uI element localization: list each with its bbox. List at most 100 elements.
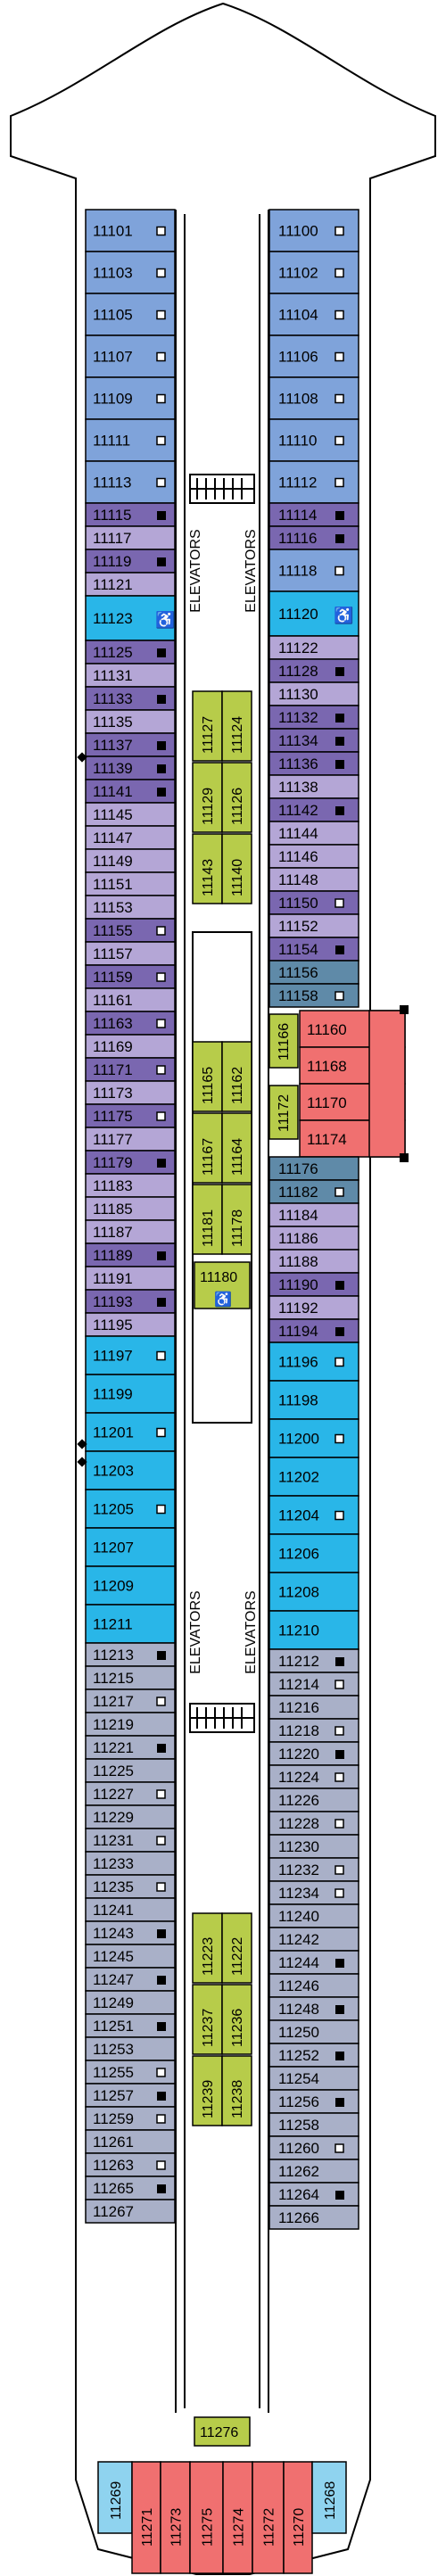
cabin-11251[interactable]: 11251 — [85, 2013, 176, 2038]
cabin-11275[interactable]: 11275 — [189, 2461, 224, 2574]
cabin-11133[interactable]: 11133 — [85, 686, 176, 711]
cabin-11227[interactable]: 11227 — [85, 1781, 176, 1806]
cabin-11230[interactable]: 11230 — [268, 1834, 359, 1859]
cabin-11192[interactable]: 11192 — [268, 1295, 359, 1320]
cabin-11180[interactable]: 11180♿ — [194, 1261, 251, 1309]
cabin-11219[interactable]: 11219 — [85, 1712, 176, 1737]
cabin-11199[interactable]: 11199 — [85, 1374, 176, 1414]
cabin-11213[interactable]: 11213 — [85, 1642, 176, 1667]
cabin-11203[interactable]: 11203 — [85, 1450, 176, 1490]
cabin-11215[interactable]: 11215 — [85, 1665, 176, 1690]
cabin-11148[interactable]: 11148 — [268, 867, 359, 892]
cabin-11250[interactable]: 11250 — [268, 2019, 359, 2044]
cabin-11263[interactable]: 11263 — [85, 2152, 176, 2177]
cabin-11237[interactable]: 11237 — [192, 1984, 223, 2055]
cabin-11262[interactable]: 11262 — [268, 2159, 359, 2184]
cabin-11118[interactable]: 11118 — [268, 549, 359, 592]
cabin-11158[interactable]: 11158 — [268, 983, 359, 1008]
cabin-11218[interactable]: 11218 — [268, 1718, 359, 1743]
cabin-11244[interactable]: 11244 — [268, 1950, 359, 1975]
cabin-11106[interactable]: 11106 — [268, 334, 359, 378]
cabin-11124[interactable]: 11124 — [221, 690, 252, 762]
cabin-11166[interactable]: 11166 — [268, 1013, 299, 1069]
cabin-11146[interactable]: 11146 — [268, 844, 359, 869]
cabin-11167[interactable]: 11167 — [192, 1112, 223, 1184]
cabin-11120[interactable]: 11120♿ — [268, 590, 359, 637]
cabin-11209[interactable]: 11209 — [85, 1565, 176, 1606]
cabin-11172[interactable]: 11172 — [268, 1085, 299, 1140]
cabin-11171[interactable]: 11171 — [85, 1057, 176, 1082]
cabin-11249[interactable]: 11249 — [85, 1990, 176, 2015]
cabin-11217[interactable]: 11217 — [85, 1688, 176, 1713]
cabin-11264[interactable]: 11264 — [268, 2182, 359, 2207]
cabin-11161[interactable]: 11161 — [85, 987, 176, 1012]
cabin-11134[interactable]: 11134 — [268, 728, 359, 753]
cabin-11231[interactable]: 11231 — [85, 1828, 176, 1853]
cabin-11254[interactable]: 11254 — [268, 2066, 359, 2091]
cabin-11125[interactable]: 11125 — [85, 640, 176, 665]
cabin-11221[interactable]: 11221 — [85, 1735, 176, 1760]
cabin-11115[interactable]: 11115 — [85, 502, 176, 527]
cabin-11273[interactable]: 11273 — [160, 2461, 191, 2574]
cabin-11101[interactable]: 11101 — [85, 209, 176, 252]
cabin-11126[interactable]: 11126 — [221, 762, 252, 833]
cabin-11138[interactable]: 11138 — [268, 774, 359, 799]
cabin-11210[interactable]: 11210 — [268, 1610, 359, 1650]
cabin-11261[interactable]: 11261 — [85, 2129, 176, 2154]
cabin-11239[interactable]: 11239 — [192, 2055, 223, 2126]
cabin-11163[interactable]: 11163 — [85, 1011, 176, 1036]
cabin-11255[interactable]: 11255 — [85, 2060, 176, 2085]
cabin-11159[interactable]: 11159 — [85, 964, 176, 989]
cabin-11269[interactable]: 11269 — [97, 2461, 133, 2534]
cabin-11220[interactable]: 11220 — [268, 1741, 359, 1766]
cabin-11252[interactable]: 11252 — [268, 2043, 359, 2068]
cabin-11265[interactable]: 11265 — [85, 2176, 176, 2200]
cabin-11139[interactable]: 11139 — [85, 755, 176, 780]
cabin-11248[interactable]: 11248 — [268, 1996, 359, 2021]
cabin-11175[interactable]: 11175 — [85, 1103, 176, 1128]
cabin-11232[interactable]: 11232 — [268, 1857, 359, 1882]
cabin-11145[interactable]: 11145 — [85, 802, 176, 827]
cabin-11113[interactable]: 11113 — [85, 460, 176, 504]
cabin-11194[interactable]: 11194 — [268, 1318, 359, 1343]
cabin-11177[interactable]: 11177 — [85, 1127, 176, 1152]
cabin-11257[interactable]: 11257 — [85, 2083, 176, 2108]
cabin-11149[interactable]: 11149 — [85, 848, 176, 873]
cabin-11130[interactable]: 11130 — [268, 681, 359, 706]
cabin-11144[interactable]: 11144 — [268, 821, 359, 846]
cabin-11147[interactable]: 11147 — [85, 825, 176, 850]
cabin-11198[interactable]: 11198 — [268, 1380, 359, 1420]
cabin-11164[interactable]: 11164 — [221, 1112, 252, 1184]
cabin-11184[interactable]: 11184 — [268, 1202, 359, 1227]
cabin-11208[interactable]: 11208 — [268, 1572, 359, 1612]
cabin-11201[interactable]: 11201 — [85, 1412, 176, 1452]
cabin-11152[interactable]: 11152 — [268, 913, 359, 938]
cabin-11153[interactable]: 11153 — [85, 895, 176, 920]
cabin-11260[interactable]: 11260 — [268, 2135, 359, 2160]
cabin-11228[interactable]: 11228 — [268, 1811, 359, 1836]
cabin-11211[interactable]: 11211 — [85, 1604, 176, 1644]
cabin-11238[interactable]: 11238 — [221, 2055, 252, 2126]
cabin-11205[interactable]: 11205 — [85, 1489, 176, 1529]
cabin-11267[interactable]: 11267 — [85, 2199, 176, 2224]
cabin-11151[interactable]: 11151 — [85, 871, 176, 896]
cabin-11196[interactable]: 11196 — [268, 1342, 359, 1382]
cabin-11274[interactable]: 11274 — [222, 2461, 253, 2574]
cabin-11207[interactable]: 11207 — [85, 1527, 176, 1567]
cabin-11179[interactable]: 11179 — [85, 1150, 176, 1175]
cabin-11137[interactable]: 11137 — [85, 732, 176, 757]
cabin-11111[interactable]: 11111 — [85, 418, 176, 462]
cabin-11270[interactable]: 11270 — [283, 2461, 313, 2574]
cabin-11253[interactable]: 11253 — [85, 2036, 176, 2061]
cabin-11186[interactable]: 11186 — [268, 1226, 359, 1251]
cabin-11247[interactable]: 11247 — [85, 1967, 176, 1992]
cabin-11193[interactable]: 11193 — [85, 1289, 176, 1314]
cabin-11109[interactable]: 11109 — [85, 376, 176, 420]
cabin-11233[interactable]: 11233 — [85, 1851, 176, 1876]
cabin-11256[interactable]: 11256 — [268, 2089, 359, 2114]
cabin-11128[interactable]: 11128 — [268, 658, 359, 683]
cabin-11191[interactable]: 11191 — [85, 1266, 176, 1291]
cabin-11195[interactable]: 11195 — [85, 1312, 176, 1337]
cabin-11235[interactable]: 11235 — [85, 1874, 176, 1899]
cabin-11102[interactable]: 11102 — [268, 251, 359, 294]
